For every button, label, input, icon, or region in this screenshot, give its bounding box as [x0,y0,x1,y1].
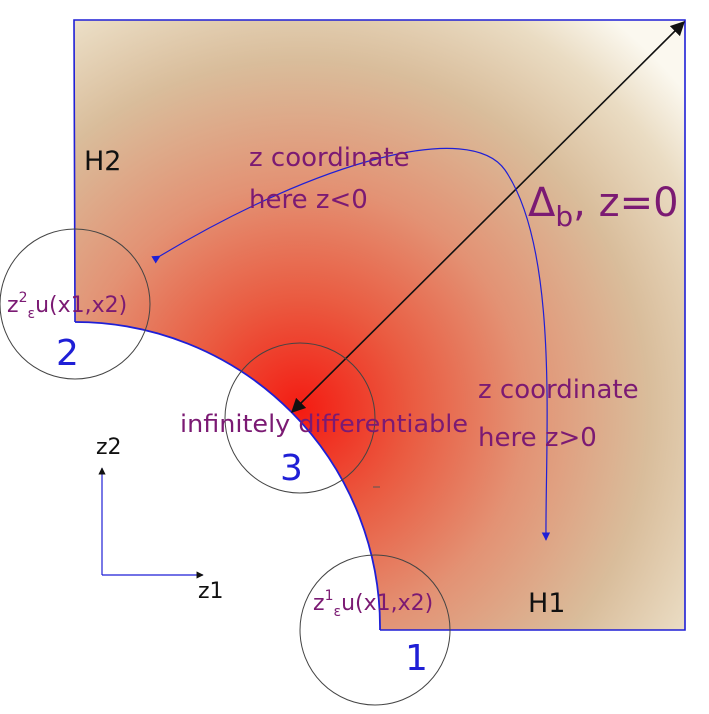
corner2-sub: ε [27,306,35,322]
region-pos-line1: z coordinate [478,375,639,405]
axis-z1-label: z1 [198,579,224,604]
corner-number-2: 2 [56,333,79,374]
corner-number-3: 3 [280,448,303,489]
region-pos-line2: here z>0 [478,423,597,453]
neighborhood-circle-1 [299,554,451,706]
corner2-z: z [7,293,19,318]
axis-z2-label: z2 [96,435,122,460]
region-neg-line1: z coordinate [249,143,410,173]
delta-subscript: b [555,200,573,233]
corner1-z: z [313,591,325,616]
corner1-sup: 1 [325,588,334,604]
infinitely-label: infinitely differentiable [180,410,468,438]
corner1-sub: ε [333,604,341,620]
corner1-func: u(x1,x2) [341,591,433,616]
orientation-arrow [151,147,551,541]
region-neg-line2: here z<0 [249,185,368,215]
corner2-sup: 2 [19,290,28,306]
delta-symbol: Δ [528,180,556,226]
label-h2: H2 [84,146,121,177]
delta-rest: , z=0 [573,180,678,226]
delta-label: Δb, z=0 [528,180,679,233]
corner1-label: z1εu(x1,x2) [313,588,433,620]
corner2-func: u(x1,x2) [35,293,127,318]
neighborhood-circle-3 [224,342,376,494]
neighborhood-circle-2 [0,228,151,380]
corner2-label: z2εu(x1,x2) [7,290,127,322]
corner-number-1: 1 [405,638,428,679]
label-h1: H1 [528,588,565,619]
outer-boundary [73,19,686,631]
